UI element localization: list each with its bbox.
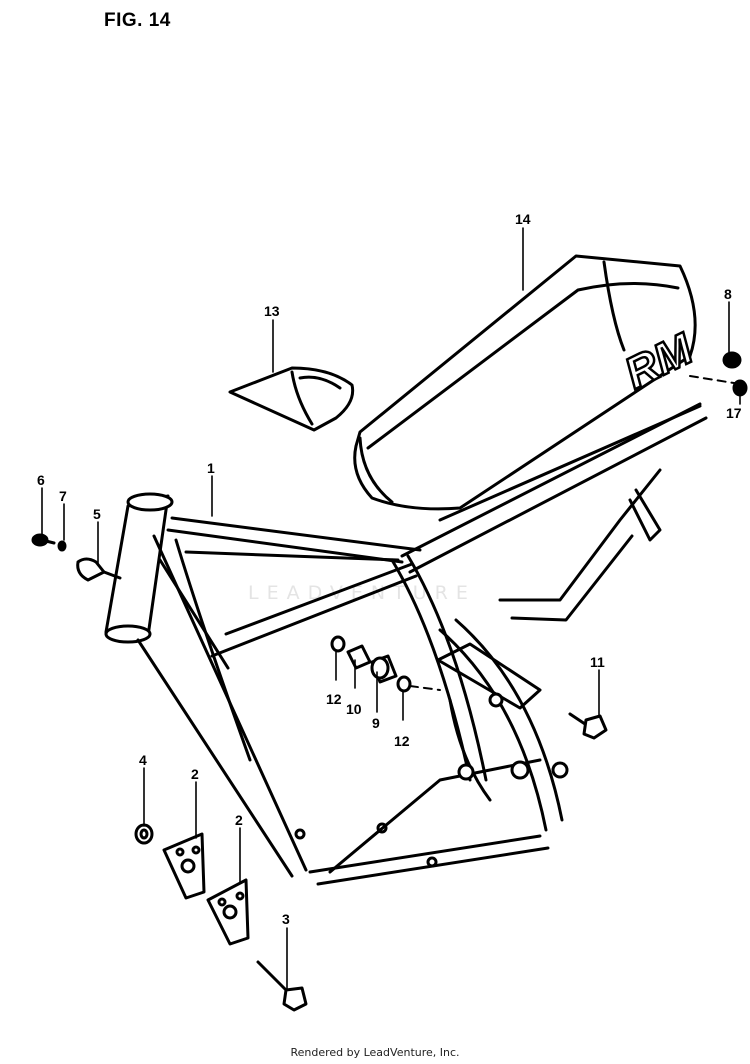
callout-washer-small: 7: [59, 488, 67, 504]
callout-nut-lower: 4: [139, 752, 147, 768]
nut-4-shape: [134, 823, 154, 845]
bolt-3-shape: [256, 960, 308, 1012]
tank-plate-shape: [228, 366, 355, 432]
figure-title: FIG. 14: [104, 10, 171, 31]
leader-lines: [41, 227, 741, 991]
plate-2-lower-shape: [206, 878, 250, 946]
callout-bolt-11: 11: [590, 654, 605, 670]
bolt-11-shape: [568, 712, 608, 740]
cushion-8-shape: [722, 351, 742, 369]
clamp-5-shape: [76, 557, 122, 582]
callout-screw: 6: [37, 472, 45, 488]
callout-washer-12-left: 12: [326, 691, 342, 707]
seat-shape: [353, 254, 697, 511]
callout-bushing-9: 9: [372, 715, 380, 731]
callout-tank-plate: 13: [264, 303, 280, 319]
washer-12-right-shape: [396, 675, 412, 693]
callout-clamp: 5: [93, 506, 101, 522]
spacer-10-shape: [346, 644, 372, 670]
bushing-9-shape: [370, 654, 398, 684]
callout-plate-upper: 2: [191, 766, 199, 782]
callout-washer-12-right: 12: [394, 733, 410, 749]
callout-bolt-lower: 3: [282, 911, 290, 927]
screw-6-shape: [31, 533, 56, 547]
callout-plate-lower: 2: [235, 812, 243, 828]
footer-credit: Rendered by LeadVenture, Inc.: [290, 1046, 460, 1059]
callout-spacer-10: 10: [346, 701, 362, 717]
callout-seat-cushion-8: 8: [724, 286, 732, 302]
callout-frame: 1: [207, 460, 215, 476]
washer-7-shape: [57, 540, 67, 552]
plate-2-upper-shape: [162, 832, 206, 900]
main-frame-shape: [104, 402, 708, 886]
callout-seat-17: 17: [726, 405, 742, 421]
callout-seat: 14: [515, 211, 531, 227]
washer-12-left-shape: [330, 635, 346, 653]
